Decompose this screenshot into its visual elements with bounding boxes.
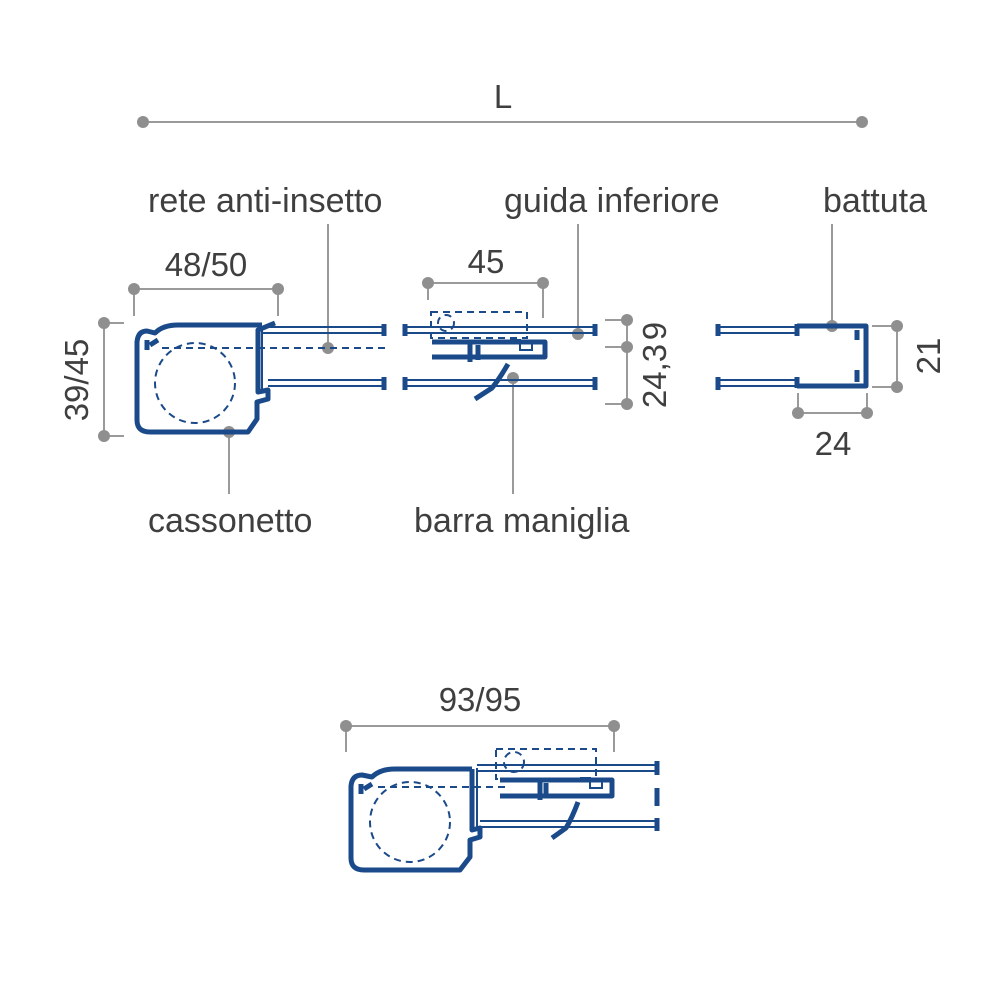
handle-bar-label: barra maniglia xyxy=(414,502,630,540)
mesh-label: rete anti-insetto xyxy=(148,182,382,220)
box-label: cassonetto xyxy=(148,502,312,540)
stop-height-dimension: 21 xyxy=(872,320,947,393)
assembly-width-value: 93/95 xyxy=(439,681,522,718)
assembly-width-dimension: 93/95 xyxy=(340,681,620,752)
handle-bar-profile xyxy=(430,311,595,402)
mesh-rails xyxy=(262,324,598,390)
guide-gap-value: 9 xyxy=(636,322,673,340)
overall-length-value: L xyxy=(494,78,512,115)
stop-label: battuta xyxy=(823,182,927,220)
lower-guide-label: guida inferiore xyxy=(504,182,719,220)
handle-offset-value: 45 xyxy=(468,243,505,280)
overall-length-dimension: L xyxy=(137,78,868,128)
stop-width-value: 24 xyxy=(815,425,852,462)
box-profile xyxy=(134,320,390,435)
stop-height-value: 21 xyxy=(910,338,947,375)
assembled-profile xyxy=(348,748,660,873)
box-height-value: 39/45 xyxy=(58,339,95,422)
guide-height-value: 24,3 xyxy=(636,344,673,408)
box-height-dimension: 39/45 xyxy=(58,317,124,442)
stop-width-dimension: 24 xyxy=(792,393,873,462)
stop-profile xyxy=(715,323,869,390)
guide-height-dimension: 24,3 9 xyxy=(605,314,673,410)
box-width-dimension: 48/50 xyxy=(128,246,284,316)
box-width-value: 48/50 xyxy=(165,246,248,283)
handle-offset-dimension: 45 xyxy=(422,243,549,318)
